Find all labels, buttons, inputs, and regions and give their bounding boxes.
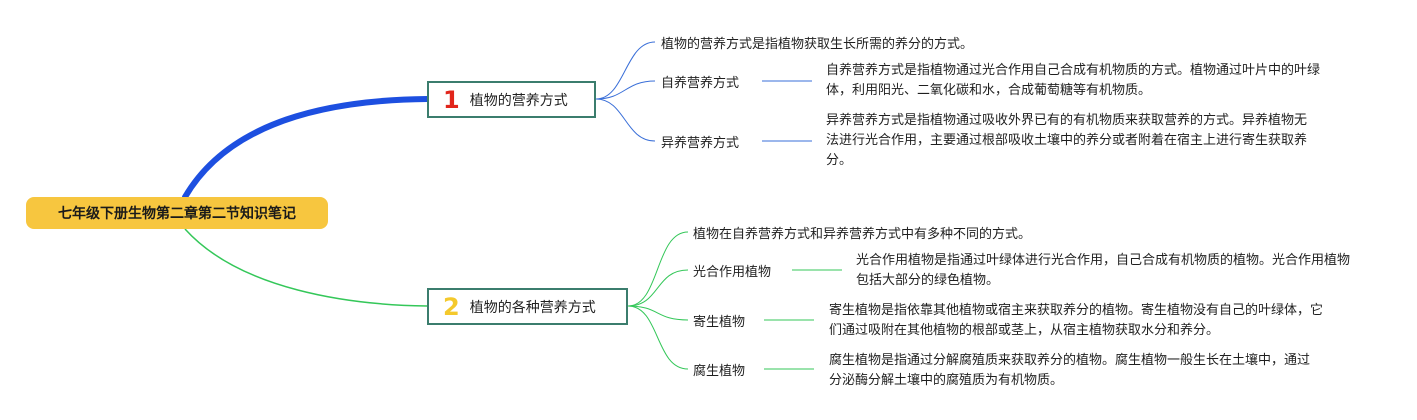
branch1-intro: 植物的营养方式是指植物获取生长所需的养分的方式。	[661, 37, 974, 52]
branch2-item-parasitic-desc: 寄生植物是指依靠其他植物或宿主来获取养分的植物。寄生植物没有自己的叶绿体，它们通…	[829, 303, 1324, 338]
number-badge-1: 1	[443, 85, 460, 114]
link-b2-item1	[627, 269, 689, 307]
link-b2-item3	[627, 305, 689, 370]
link-b1-intro	[595, 41, 656, 100]
branch2-item-photosynthetic[interactable]: 光合作用植物	[693, 265, 772, 280]
branch1-item-heterotrophic-desc: 异养营养方式是指植物通过吸收外界已有的有机物质来获取营养的方式。异养植物无法进行…	[826, 113, 1308, 168]
branch-node-1[interactable]: 1 植物的营养方式	[427, 81, 596, 118]
branch-title-2: 植物的各种营养方式	[469, 299, 596, 316]
branch1-item-autotrophic[interactable]: 自养营养方式	[661, 76, 740, 91]
root-node[interactable]: 七年级下册生物第二章第二节知识笔记	[26, 197, 328, 229]
number-badge-2: 2	[443, 292, 460, 321]
link-b1-item2	[595, 98, 656, 142]
branch1-item-heterotrophic[interactable]: 异养营养方式	[661, 136, 740, 151]
branch2-item-saprophytic-desc: 腐生植物是指通过分解腐殖质来获取养分的植物。腐生植物一般生长在土壤中，通过分泌酶…	[829, 353, 1311, 388]
link-b2-item2	[627, 305, 689, 321]
branch2-item-photosynthetic-desc: 光合作用植物是指通过叶绿体进行光合作用，自己合成有机物质的植物。光合作用植物包括…	[856, 253, 1351, 288]
link-b2-intro	[627, 231, 689, 307]
branch1-item-autotrophic-desc: 自养营养方式是指植物通过光合作用自己合成有机物质的方式。植物通过叶片中的叶绿体，…	[826, 63, 1321, 98]
branch2-intro: 植物在自养营养方式和异养营养方式中有多种不同的方式。	[693, 227, 1032, 242]
root-title: 七年级下册生物第二章第二节知识笔记	[58, 206, 296, 222]
link-root-branch2	[184, 228, 428, 307]
branch2-item-parasitic[interactable]: 寄生植物	[693, 315, 746, 330]
branch-title-1: 植物的营养方式	[469, 92, 568, 109]
link-b1-item1	[595, 80, 656, 100]
link-root-branch1	[182, 96, 430, 200]
branch-node-2[interactable]: 2 植物的各种营养方式	[427, 288, 628, 325]
branch2-item-saprophytic[interactable]: 腐生植物	[693, 364, 746, 379]
